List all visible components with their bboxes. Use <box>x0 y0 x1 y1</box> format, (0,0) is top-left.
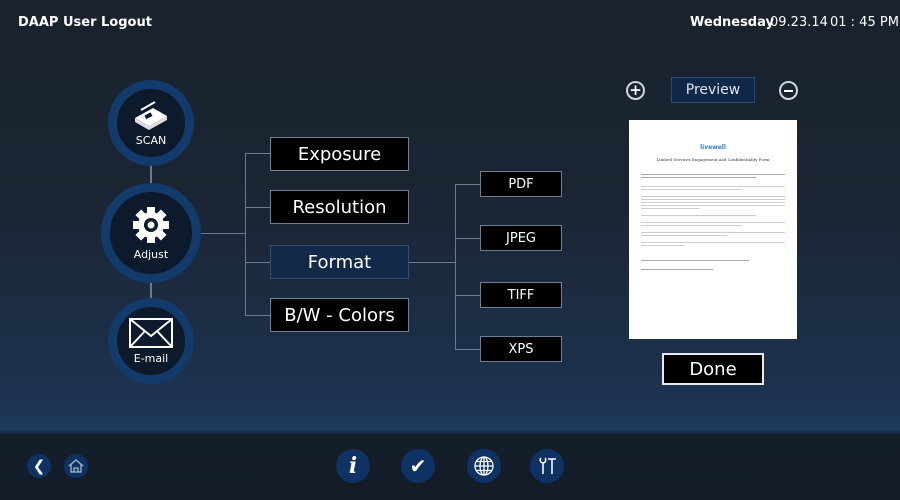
scan-label: SCAN <box>135 133 167 147</box>
zoom-in-button[interactable]: + <box>626 81 645 100</box>
format-jpeg[interactable]: JPEG <box>480 225 562 251</box>
email-label: E-mail <box>133 351 169 365</box>
info-button[interactable]: i <box>336 449 370 483</box>
envelope-icon <box>129 317 173 348</box>
connector <box>245 315 270 316</box>
check-icon: ✔ <box>409 454 427 478</box>
format-xps[interactable]: XPS <box>480 336 562 362</box>
connector <box>455 184 456 349</box>
connector <box>200 233 245 234</box>
settings-button[interactable] <box>530 449 564 483</box>
format-tiff[interactable]: TIFF <box>480 282 562 308</box>
connector <box>455 238 480 239</box>
option-exposure[interactable]: Exposure <box>270 137 409 171</box>
back-icon: ❮ <box>32 457 46 475</box>
connector <box>245 153 270 154</box>
tools-icon <box>539 457 556 474</box>
option-bw-colors[interactable]: B/W - Colors <box>270 298 409 332</box>
connector <box>455 295 480 296</box>
email-button[interactable]: E-mail <box>108 298 194 384</box>
confirm-button[interactable]: ✔ <box>401 449 435 483</box>
preview-label: Preview <box>671 77 755 103</box>
date-label: 09.23.14 <box>770 15 828 30</box>
language-button[interactable] <box>467 449 501 483</box>
info-icon: i <box>348 453 358 479</box>
globe-icon <box>474 456 494 476</box>
day-label: Wednesday <box>690 15 774 30</box>
connector <box>245 262 270 263</box>
minus-icon <box>784 89 793 92</box>
home-button[interactable] <box>64 454 88 478</box>
option-resolution[interactable]: Resolution <box>270 190 409 224</box>
connector <box>409 262 455 263</box>
doc-logo: livewell <box>700 144 726 151</box>
home-icon <box>68 459 84 473</box>
adjust-button[interactable]: Adjust <box>101 183 201 283</box>
logout-link[interactable]: DAAP User Logout <box>18 15 152 30</box>
adjust-label: Adjust <box>133 247 169 261</box>
connector <box>455 349 480 350</box>
done-button[interactable]: Done <box>662 353 764 385</box>
connector <box>455 184 480 185</box>
gear-icon <box>132 205 170 244</box>
connector <box>245 207 270 208</box>
option-format[interactable]: Format <box>270 245 409 279</box>
format-pdf[interactable]: PDF <box>480 171 562 197</box>
scan-button[interactable]: SCAN <box>108 80 194 166</box>
zoom-out-button[interactable] <box>779 81 798 100</box>
doc-title: Limited Services Engagement and Confiden… <box>656 157 770 162</box>
back-button[interactable]: ❮ <box>27 454 51 478</box>
connector <box>245 153 246 316</box>
scanner-icon <box>135 100 167 130</box>
time-label: 01 : 45 PM <box>830 15 899 30</box>
document-preview: livewell Limited Services Engagement and… <box>629 120 797 339</box>
plus-icon: + <box>629 81 642 99</box>
